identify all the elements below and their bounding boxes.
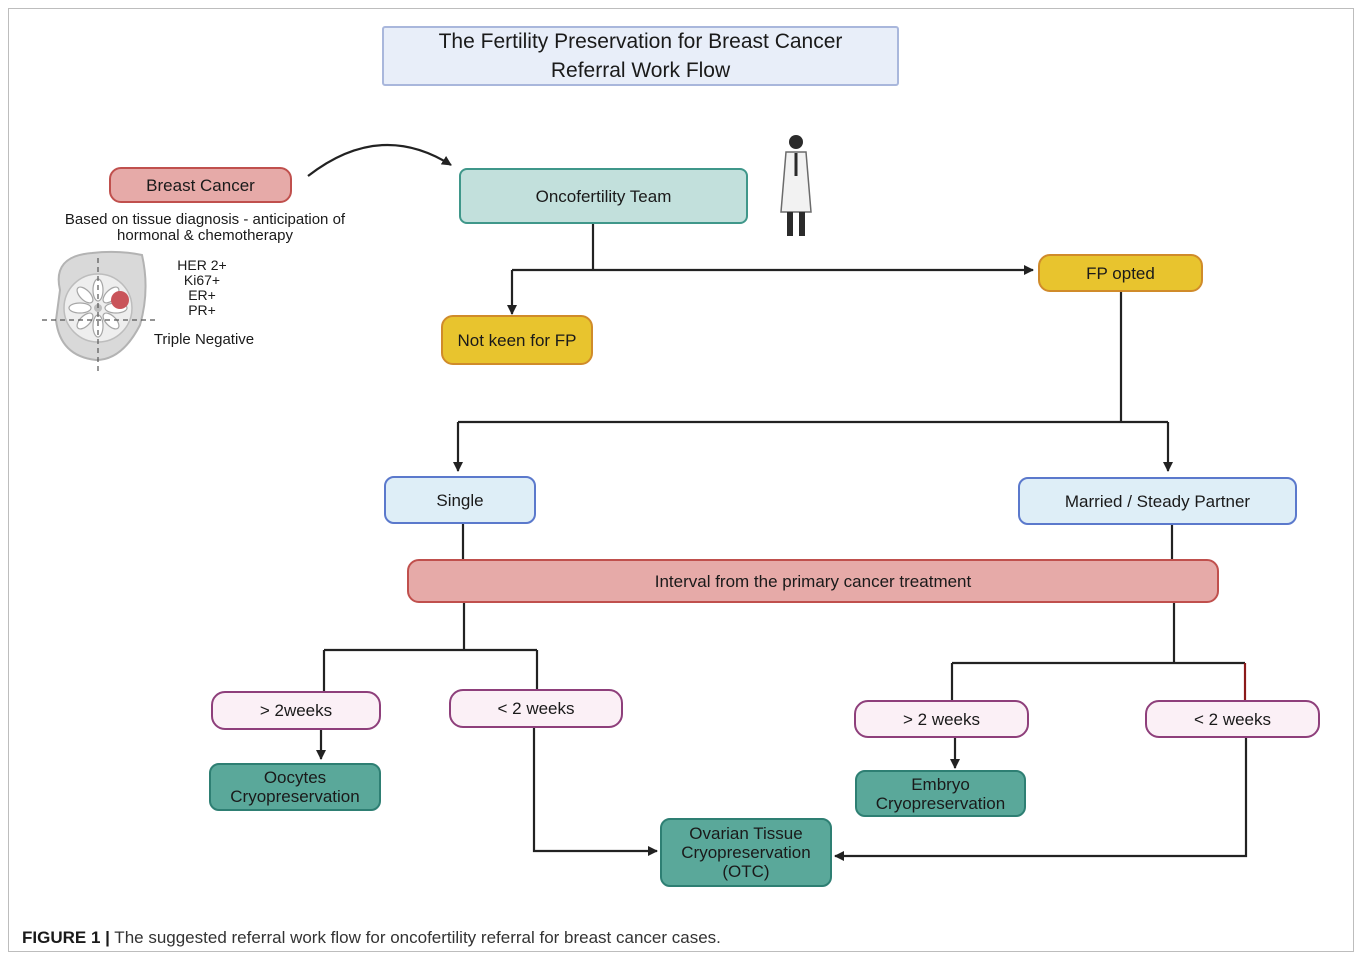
node-married-label: Married / Steady Partner xyxy=(1064,491,1251,511)
node-single-gt-label: > 2weeks xyxy=(259,701,333,720)
doctor-figure-icon xyxy=(780,135,812,236)
diagnosis-note: Based on tissue diagnosis - anticipation… xyxy=(44,212,366,244)
triple-negative-label: Triple Negative xyxy=(153,331,255,348)
node-oocytes-cryo: Oocytes Cryopreservation xyxy=(209,763,381,811)
node-breast-cancer: Breast Cancer xyxy=(109,167,292,203)
node-breast-cancer-label: Breast Cancer xyxy=(146,175,255,195)
node-single-label: Single xyxy=(436,490,484,510)
curved-arrow xyxy=(307,143,452,177)
node-not-keen: Not keen for FP xyxy=(441,315,593,365)
node-not-keen-label: Not keen for FP xyxy=(457,330,577,350)
node-ovarian-tissue-cryo: Ovarian Tissue Cryopreservation (OTC) xyxy=(660,818,832,887)
node-embryo-cryo: Embryo Cryopreservation xyxy=(855,770,1026,817)
node-married-gt-2weeks: > 2 weeks xyxy=(854,700,1029,738)
node-married-lt-2weeks: < 2 weeks xyxy=(1145,700,1320,738)
node-single-lt-label: < 2 weeks xyxy=(497,699,575,718)
node-single-lt-2weeks: < 2 weeks xyxy=(449,689,623,728)
node-ovarian-line-1: Ovarian Tissue xyxy=(689,824,803,843)
node-married-lt-label: < 2 weeks xyxy=(1193,709,1271,729)
connector-married-lt-otc xyxy=(834,738,1248,861)
connector-single-lt-otc xyxy=(532,728,658,856)
node-oocytes-line-2: Cryopreservation xyxy=(230,787,360,806)
diagram-title: The Fertility Preservation for Breast Ca… xyxy=(382,26,899,86)
receptor-markers: HER 2+ Ki67+ ER+ PR+ xyxy=(166,258,238,318)
diagnosis-note-line-1: Based on tissue diagnosis - anticipation… xyxy=(64,211,346,228)
node-interval: Interval from the primary cancer treatme… xyxy=(407,559,1219,603)
node-fp-opted-label: FP opted xyxy=(1086,263,1155,283)
node-oocytes-line-1: Oocytes xyxy=(263,768,327,787)
marker-ki67: Ki67+ xyxy=(183,272,221,288)
caption-label: FIGURE 1 | xyxy=(22,928,110,947)
marker-pr: PR+ xyxy=(188,302,216,318)
node-embryo-line-1: Embryo xyxy=(911,774,970,794)
node-ovarian-line-2: Cryopreservation xyxy=(681,843,811,862)
node-oncofertility-team-label: Oncofertility Team xyxy=(535,186,672,206)
caption-text: The suggested referral work flow for onc… xyxy=(109,928,721,947)
node-married-gt-label: > 2 weeks xyxy=(902,709,980,729)
node-embryo-line-2: Cryopreservation xyxy=(875,793,1006,813)
figure-frame xyxy=(8,8,1354,952)
title-line-2: Referral Work Flow xyxy=(550,59,731,82)
marker-her2: HER 2+ xyxy=(177,257,227,273)
node-single: Single xyxy=(384,476,536,524)
breast-tissue-icon xyxy=(42,250,158,375)
marker-er: ER+ xyxy=(188,287,216,303)
node-ovarian-line-3: (OTC) xyxy=(722,862,770,881)
diagnosis-note-line-2: hormonal & chemotherapy xyxy=(117,227,293,244)
node-fp-opted: FP opted xyxy=(1038,254,1203,292)
node-oncofertility-team: Oncofertility Team xyxy=(459,168,748,224)
figure-caption: FIGURE 1 | The suggested referral work f… xyxy=(22,928,721,948)
title-line-1: The Fertility Preservation for Breast Ca… xyxy=(438,30,843,53)
node-married: Married / Steady Partner xyxy=(1018,477,1297,525)
node-interval-label: Interval from the primary cancer treatme… xyxy=(654,571,972,591)
node-single-gt-2weeks: > 2weeks xyxy=(211,691,381,730)
